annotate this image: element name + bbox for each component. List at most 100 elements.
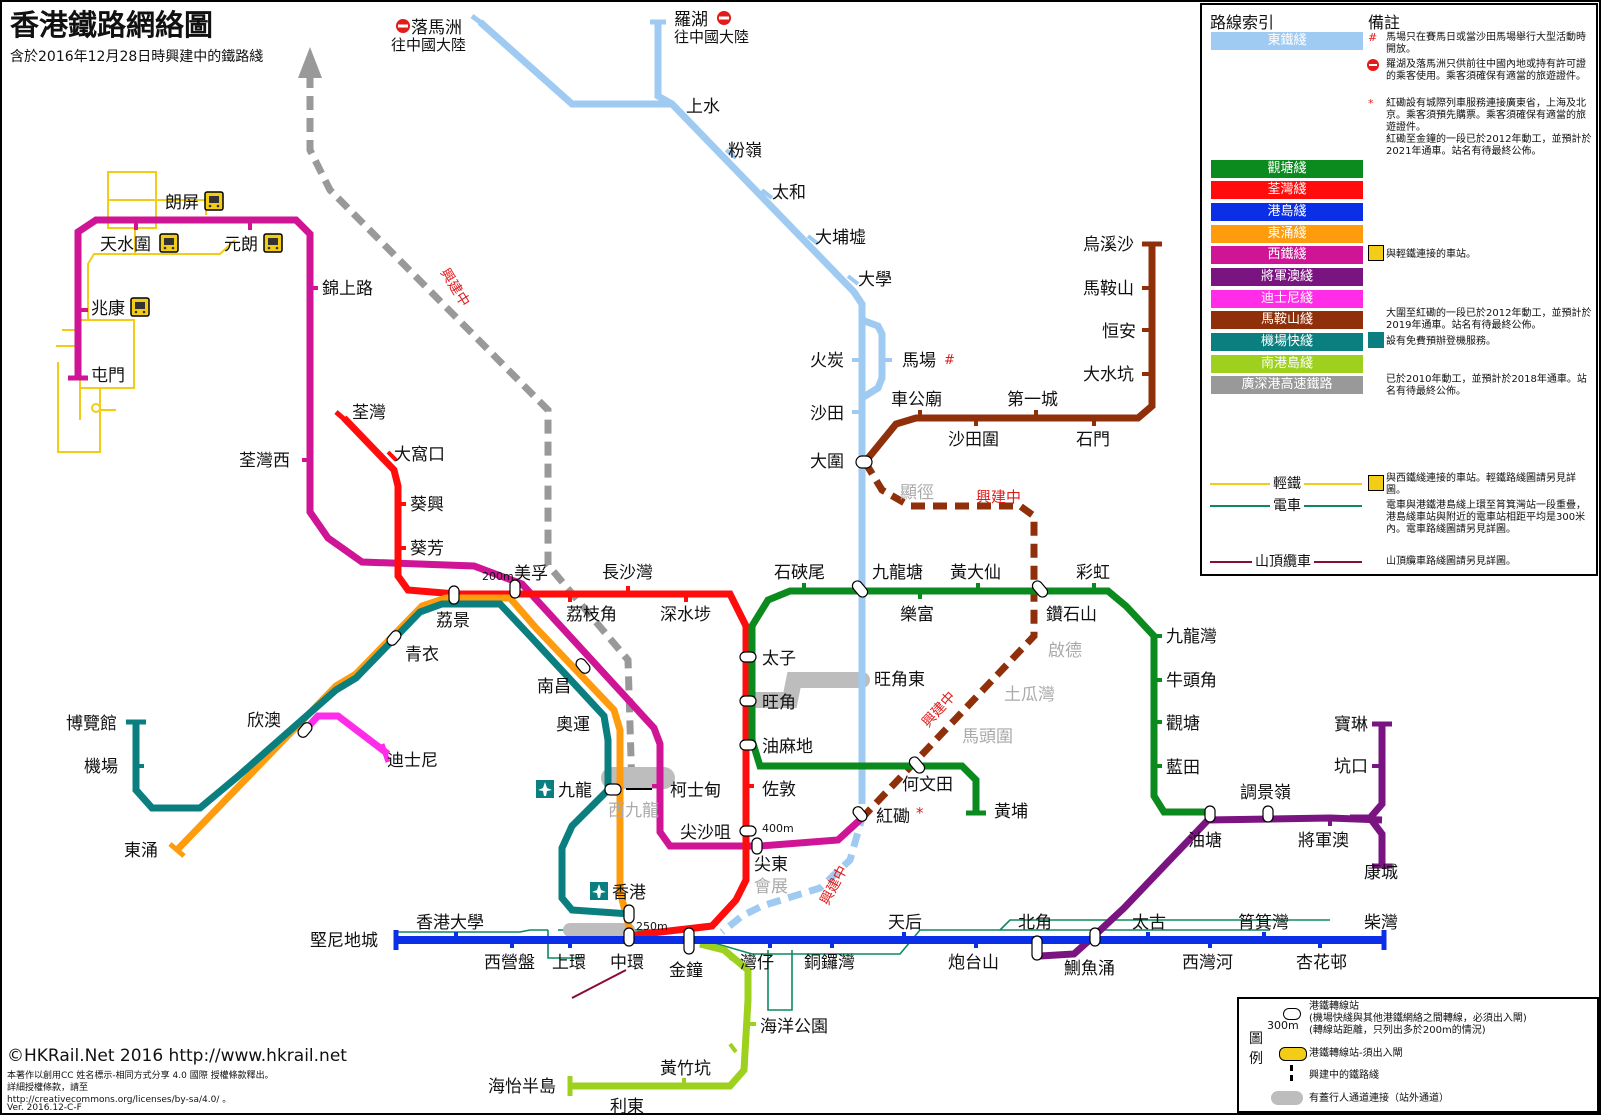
station-lei-tung: 利東 <box>610 1097 644 1115</box>
station-tsim-sha-tsui: 尖沙咀 <box>680 823 731 843</box>
east-rail-line <box>477 19 866 790</box>
legend-light-rail: 輕鐵 <box>1270 473 1304 493</box>
legend-island: 港島綫 <box>1211 203 1363 221</box>
legend-note-border: 羅湖及落馬洲只供前往中國內地或持有許可證的乘客使用。乘客須確保有適當的旅遊證件。 <box>1386 59 1586 82</box>
station-tin-shui-wai: 天水圍 <box>100 235 151 255</box>
legend-note-high-speed: 已於2010年動工，並預計於2018年通車。站名有待最終公佈。 <box>1386 374 1587 397</box>
station-kowloon-bay: 九龍灣 <box>1166 627 1217 647</box>
station-mong-kok-east: 旺角東 <box>874 670 925 690</box>
station-mong-kok: 旺角 <box>762 693 796 713</box>
map-key-walkway: 有蓋行人通道連接（站外通道） <box>1309 1093 1449 1104</box>
station-ma-on-shan: 馬鞍山 <box>1083 279 1134 299</box>
hung-hom-star-mark: * <box>916 804 924 822</box>
distance-mei-foo: 200m <box>482 570 514 583</box>
station-nam-cheong: 南昌 <box>537 677 571 697</box>
light-rail-train-icon <box>159 233 179 253</box>
station-sheung-wan: 上環 <box>552 953 586 973</box>
airplane-check-in-icon <box>590 882 608 900</box>
airport-express-line <box>132 600 631 918</box>
station-sai-wan-ho: 西灣河 <box>1182 953 1233 973</box>
station-fanling: 粉嶺 <box>728 141 762 161</box>
legend-west-rail: 西鐵綫 <box>1211 246 1363 264</box>
map-key-interchange-detail: (機場快綫與其他港鐵網絡之間轉線，必須出入閘) <box>1309 1013 1527 1024</box>
shatin-central-link-line <box>859 460 1038 821</box>
station-chai-wan: 柴灣 <box>1364 913 1398 933</box>
legend-high-speed: 廣深港高速鐵路 <box>1211 376 1363 394</box>
station-sheung-shui: 上水 <box>686 97 720 117</box>
station-disneyland-resort: 迪士尼 <box>387 751 438 771</box>
station-admiralty: 金鐘 <box>669 961 703 981</box>
station-kwai-hing: 葵興 <box>410 495 444 515</box>
license-url[interactable]: http://creativecommons.org/licenses/by-s… <box>7 1095 232 1105</box>
ma-on-shan-line <box>862 244 1156 465</box>
station-airport: 機場 <box>84 757 118 777</box>
in-town-check-in-icons <box>536 780 608 900</box>
station-mei-foo: 美孚 <box>514 564 548 584</box>
legend-hash-mark: # <box>1368 31 1378 44</box>
station-tsing-yi: 青衣 <box>405 645 439 665</box>
station-lai-king: 荔景 <box>436 611 470 631</box>
station-kai-tak: 啟德 <box>1048 641 1082 661</box>
station-quarry-bay: 鰂魚涌 <box>1064 959 1115 979</box>
racecourse-hash-mark: # <box>944 353 955 368</box>
station-wu-kai-sha: 烏溪沙 <box>1083 235 1134 255</box>
distance-central: 250m <box>636 920 668 933</box>
map-key-distance-sample: 300m <box>1267 1019 1299 1032</box>
legend-tsuen-wan: 荃灣綫 <box>1211 181 1363 199</box>
map-key-interchange: 港鐵轉線站 <box>1309 1001 1359 1012</box>
station-tiu-keng-leng: 調景嶺 <box>1240 783 1291 803</box>
legend-lines-heading: 路線索引 <box>1210 13 1275 32</box>
station-prince-edward: 太子 <box>762 649 796 669</box>
station-fortress-hill: 炮台山 <box>948 953 999 973</box>
station-kennedy-town: 堅尼地城 <box>310 931 378 951</box>
page-title: 香港鐵路網絡圖 <box>10 8 214 42</box>
station-olympic: 奧運 <box>556 715 590 735</box>
south-island-line <box>570 940 752 1090</box>
station-heng-fa-chuen: 杏花邨 <box>1296 953 1347 973</box>
station-racecourse: 馬場 <box>902 351 936 371</box>
high-speed-arrow-icon <box>298 47 322 78</box>
station-tuen-mun: 屯門 <box>91 366 125 386</box>
station-kam-sheung-road: 錦上路 <box>322 279 373 299</box>
station-north-point: 北角 <box>1018 913 1052 933</box>
station-ticks <box>78 102 1382 1086</box>
station-hin-keng: 顯徑 <box>900 483 934 503</box>
station-wan-chai: 灣仔 <box>740 953 774 973</box>
no-entry-icon <box>396 19 410 33</box>
station-ngau-tau-kok: 牛頭角 <box>1166 671 1217 691</box>
station-heng-on: 恒安 <box>1102 322 1136 342</box>
station-kowloon-tong: 九龍塘 <box>872 563 923 583</box>
station-shau-kei-wan: 筲箕灣 <box>1238 913 1289 933</box>
station-long-ping: 朗屏 <box>165 193 199 213</box>
kwun-tong-line <box>748 587 1210 816</box>
station-tung-chung: 東涌 <box>124 841 158 861</box>
station-che-kung-temple: 車公廟 <box>891 390 942 410</box>
station-sunny-bay: 欣澳 <box>247 711 281 731</box>
station-asiaworld-expo: 博覽館 <box>66 714 117 734</box>
station-kowloon: 九龍 <box>558 781 592 801</box>
legend-note-scl: 紅磡至金鐘的一段已於2012年動工，並預計於2021年通車。站名有待最終公佈。 <box>1386 134 1592 157</box>
airplane-check-in-icon <box>536 780 554 798</box>
legend-note-hung-hom: 紅磡設有城際列車服務連接廣東省，上海及北京。乘客須預先購票。乘客須確保有適當的旅… <box>1386 98 1586 133</box>
station-lok-ma-chau: 落馬洲 <box>411 18 462 38</box>
legend-star-mark: * <box>1368 97 1374 110</box>
station-cheung-sha-wan: 長沙灣 <box>602 563 653 583</box>
legend-note-airport: 設有免費預辦登機服務。 <box>1386 336 1496 347</box>
light-rail-network <box>56 171 236 453</box>
light-rail-train-icon <box>1368 475 1384 491</box>
station-fo-tan: 火炭 <box>810 351 844 371</box>
station-wong-chuk-hang: 黃竹坑 <box>660 1059 711 1079</box>
legend-disneyland: 迪士尼綫 <box>1211 290 1363 308</box>
map-key-under-construction: 興建中的鐵路綫 <box>1309 1070 1379 1081</box>
station-wong-tai-sin: 黃大仙 <box>950 563 1001 583</box>
station-hung-hom: 紅磡 <box>876 807 910 827</box>
distance-tsim-sha-tsui: 400m <box>762 822 794 835</box>
station-west-kowloon: 西九龍 <box>608 801 659 821</box>
terminal-bars <box>68 14 1392 1096</box>
legend-peak-tram: 山頂纜車 <box>1252 551 1314 571</box>
high-speed-rail-line <box>306 74 636 791</box>
station-south-horizons: 海怡半島 <box>488 1077 556 1097</box>
legend-panel: 路線索引 備註 東鐵綫 # 馬場只在賽馬日或當沙田馬場舉行大型活動時開放。 羅湖… <box>1200 3 1598 576</box>
station-yau-tong: 油塘 <box>1188 831 1222 851</box>
